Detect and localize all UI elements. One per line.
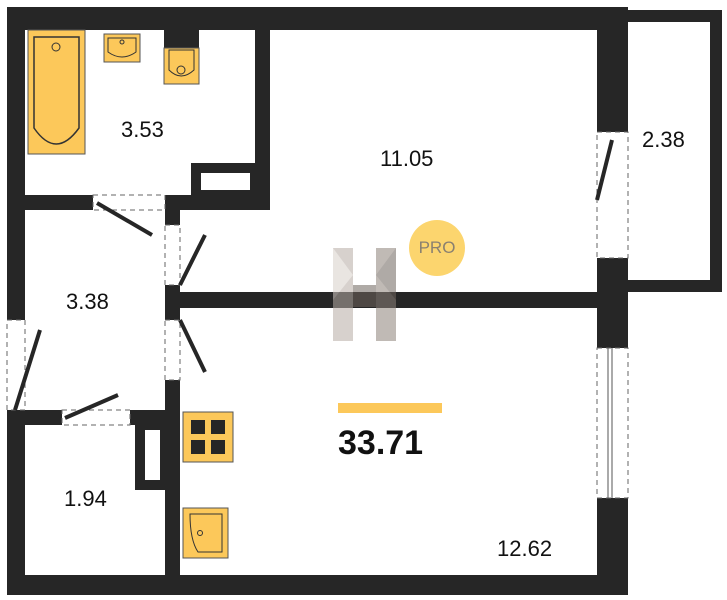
window-frames xyxy=(607,348,613,498)
toilet xyxy=(163,30,200,85)
kitchen-sink xyxy=(182,507,229,559)
room-area-bathroom: 3.53 xyxy=(121,117,164,142)
openings xyxy=(6,131,629,499)
room-area-hallway: 3.38 xyxy=(66,289,109,314)
bathtub xyxy=(27,29,86,155)
bathroom-sink xyxy=(103,33,141,63)
total-area-bar xyxy=(338,403,442,413)
room-area-storage: 1.94 xyxy=(64,486,107,511)
total-area: 33.71 xyxy=(338,424,424,462)
pro-badge: PRO xyxy=(409,220,465,276)
room-area-room: 11.05 xyxy=(380,146,434,171)
shaft xyxy=(191,163,260,200)
room-area-balcony: 2.38 xyxy=(642,127,685,152)
stove xyxy=(182,411,234,463)
room-area-kitchen: 12.62 xyxy=(497,536,553,561)
shaft xyxy=(135,420,170,490)
logo-icon xyxy=(333,248,396,341)
door-leaves xyxy=(13,139,614,420)
